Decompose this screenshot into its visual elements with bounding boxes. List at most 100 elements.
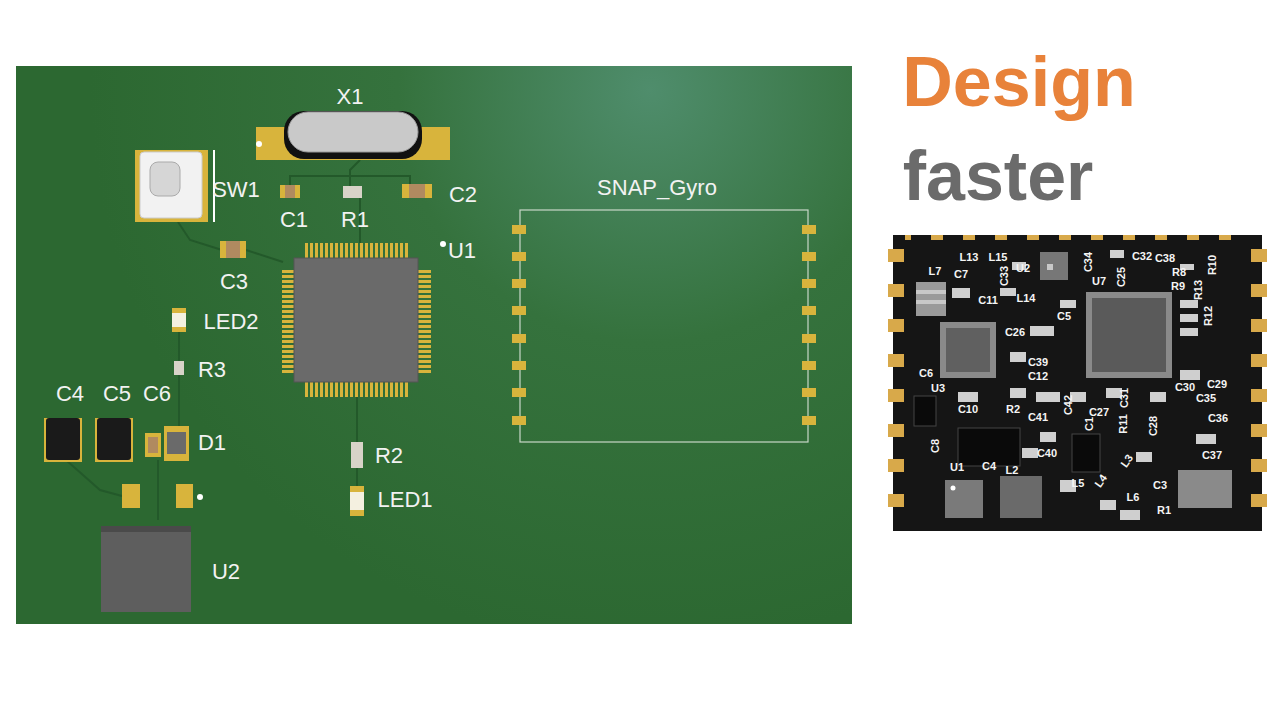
part-ref: U2 bbox=[212, 561, 240, 583]
module-board bbox=[893, 235, 1262, 531]
capacitor bbox=[285, 185, 295, 198]
part-ref: LED2 bbox=[203, 311, 258, 333]
ic-body bbox=[294, 258, 418, 382]
part-ref: R10 bbox=[1207, 255, 1218, 275]
crystal-base bbox=[284, 111, 422, 159]
part-ref: L7 bbox=[929, 266, 942, 277]
pad bbox=[122, 484, 140, 508]
part-ref: R9 bbox=[1171, 281, 1185, 292]
part-ref: C42 bbox=[1063, 395, 1074, 415]
capacitor bbox=[46, 418, 80, 460]
capacitor bbox=[409, 184, 425, 198]
capacitor bbox=[402, 184, 432, 198]
part-ref: L3 bbox=[1119, 453, 1135, 470]
part-ref: C25 bbox=[1116, 267, 1127, 287]
part-ref: R3 bbox=[198, 359, 226, 381]
part-ref: L2 bbox=[1006, 465, 1019, 476]
module-name: SNAP_Gyro bbox=[597, 177, 717, 199]
part-ref: C2 bbox=[449, 184, 477, 206]
part-ref: C41 bbox=[1028, 412, 1048, 423]
led bbox=[350, 486, 364, 516]
part-ref: C4 bbox=[56, 383, 84, 405]
capacitor bbox=[148, 437, 158, 453]
part-ref: C27 bbox=[1089, 407, 1109, 418]
pad bbox=[176, 484, 193, 508]
headline-word: faster bbox=[903, 141, 1094, 211]
part-ref: C34 bbox=[1083, 252, 1094, 272]
capacitor bbox=[220, 241, 246, 258]
part-ref: U7 bbox=[1092, 276, 1106, 287]
part-ref: C7 bbox=[954, 269, 968, 280]
capacitor bbox=[226, 241, 240, 258]
led bbox=[172, 308, 186, 332]
part-ref: X1 bbox=[337, 86, 364, 108]
led bbox=[172, 313, 186, 327]
part-ref: SW1 bbox=[212, 179, 260, 201]
capacitor bbox=[97, 418, 131, 460]
part-ref: C10 bbox=[958, 404, 978, 415]
part-ref: C6 bbox=[919, 368, 933, 379]
capacitor bbox=[145, 433, 161, 457]
regulator-body bbox=[101, 526, 191, 532]
part-ref: C1 bbox=[1084, 417, 1095, 431]
pin1-dot bbox=[256, 141, 262, 147]
part-ref: L6 bbox=[1127, 492, 1140, 503]
part-ref: D1 bbox=[198, 432, 226, 454]
part-ref: R8 bbox=[1172, 267, 1186, 278]
part-ref: C3 bbox=[220, 271, 248, 293]
pcb-board bbox=[16, 66, 852, 624]
headline-word: Design bbox=[902, 47, 1135, 117]
part-ref: R2 bbox=[375, 445, 403, 467]
resistor bbox=[174, 361, 184, 375]
part-ref: U1 bbox=[448, 240, 476, 262]
castellated-pads bbox=[888, 246, 904, 526]
part-ref: C40 bbox=[1037, 448, 1057, 459]
pin1-dot bbox=[440, 241, 446, 247]
module-small-parts bbox=[952, 250, 1216, 520]
part-ref: LED1 bbox=[377, 489, 432, 511]
switch-button bbox=[150, 162, 180, 196]
resistor bbox=[343, 186, 362, 198]
module-outline bbox=[520, 210, 808, 442]
regulator-body bbox=[101, 526, 191, 612]
part-ref: R13 bbox=[1193, 280, 1204, 300]
part-ref: L4 bbox=[1093, 473, 1109, 490]
part-ref: R1 bbox=[1157, 505, 1171, 516]
part-ref: C35 bbox=[1196, 393, 1216, 404]
part-ref: L5 bbox=[1072, 478, 1085, 489]
resistor bbox=[351, 442, 363, 468]
ic-pins bbox=[305, 243, 408, 259]
capacitor bbox=[95, 418, 133, 462]
led bbox=[350, 492, 364, 510]
part-ref: R11 bbox=[1118, 414, 1129, 434]
part-ref: C33 bbox=[999, 266, 1010, 286]
module-pads bbox=[512, 225, 816, 425]
part-ref: R2 bbox=[1006, 404, 1020, 415]
part-ref: C30 bbox=[1175, 382, 1195, 393]
capacitor bbox=[280, 185, 300, 198]
part-ref: C12 bbox=[1028, 371, 1048, 382]
part-ref: C1 bbox=[280, 209, 308, 231]
diode bbox=[164, 426, 189, 461]
part-ref: C32 bbox=[1132, 251, 1152, 262]
part-ref: U1 bbox=[950, 462, 964, 473]
part-ref: C29 bbox=[1207, 379, 1227, 390]
part-ref: U3 bbox=[931, 383, 945, 394]
part-ref: C26 bbox=[1005, 327, 1025, 338]
switch-pads bbox=[135, 150, 208, 222]
part-ref: L13 bbox=[960, 252, 979, 263]
part-ref: C31 bbox=[1119, 388, 1130, 408]
part-ref: U2 bbox=[1016, 263, 1030, 274]
part-ref: C6 bbox=[143, 383, 171, 405]
ic-pins bbox=[305, 381, 408, 397]
part-ref: L14 bbox=[1017, 293, 1036, 304]
part-ref: C38 bbox=[1155, 253, 1175, 264]
part-ref: C39 bbox=[1028, 357, 1048, 368]
ic-pins bbox=[418, 270, 431, 373]
part-ref: C11 bbox=[978, 295, 998, 306]
diode bbox=[167, 432, 186, 454]
ic-pins bbox=[282, 270, 295, 373]
switch-body bbox=[140, 152, 202, 218]
